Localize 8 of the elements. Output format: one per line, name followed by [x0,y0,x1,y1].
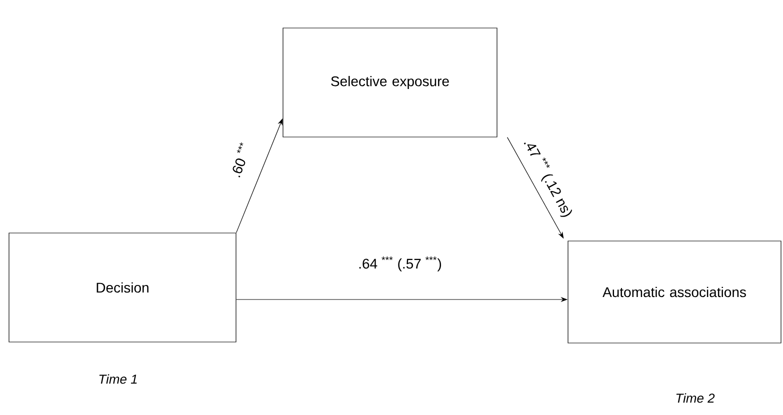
box: Selective exposure [282,28,498,138]
edge-label: .60 $^{***}$ [226,140,254,180]
time-label: Time 2 [676,393,715,403]
box: Decision [8,232,236,342]
box: Automatic associations [568,240,782,344]
time-label: Time 1 [99,374,137,384]
edge-label: .64 $^{***}$ (.57 $^{***}$) [357,256,443,272]
edge-label: .47 $^{***}$ (.12 ns) [519,135,577,221]
